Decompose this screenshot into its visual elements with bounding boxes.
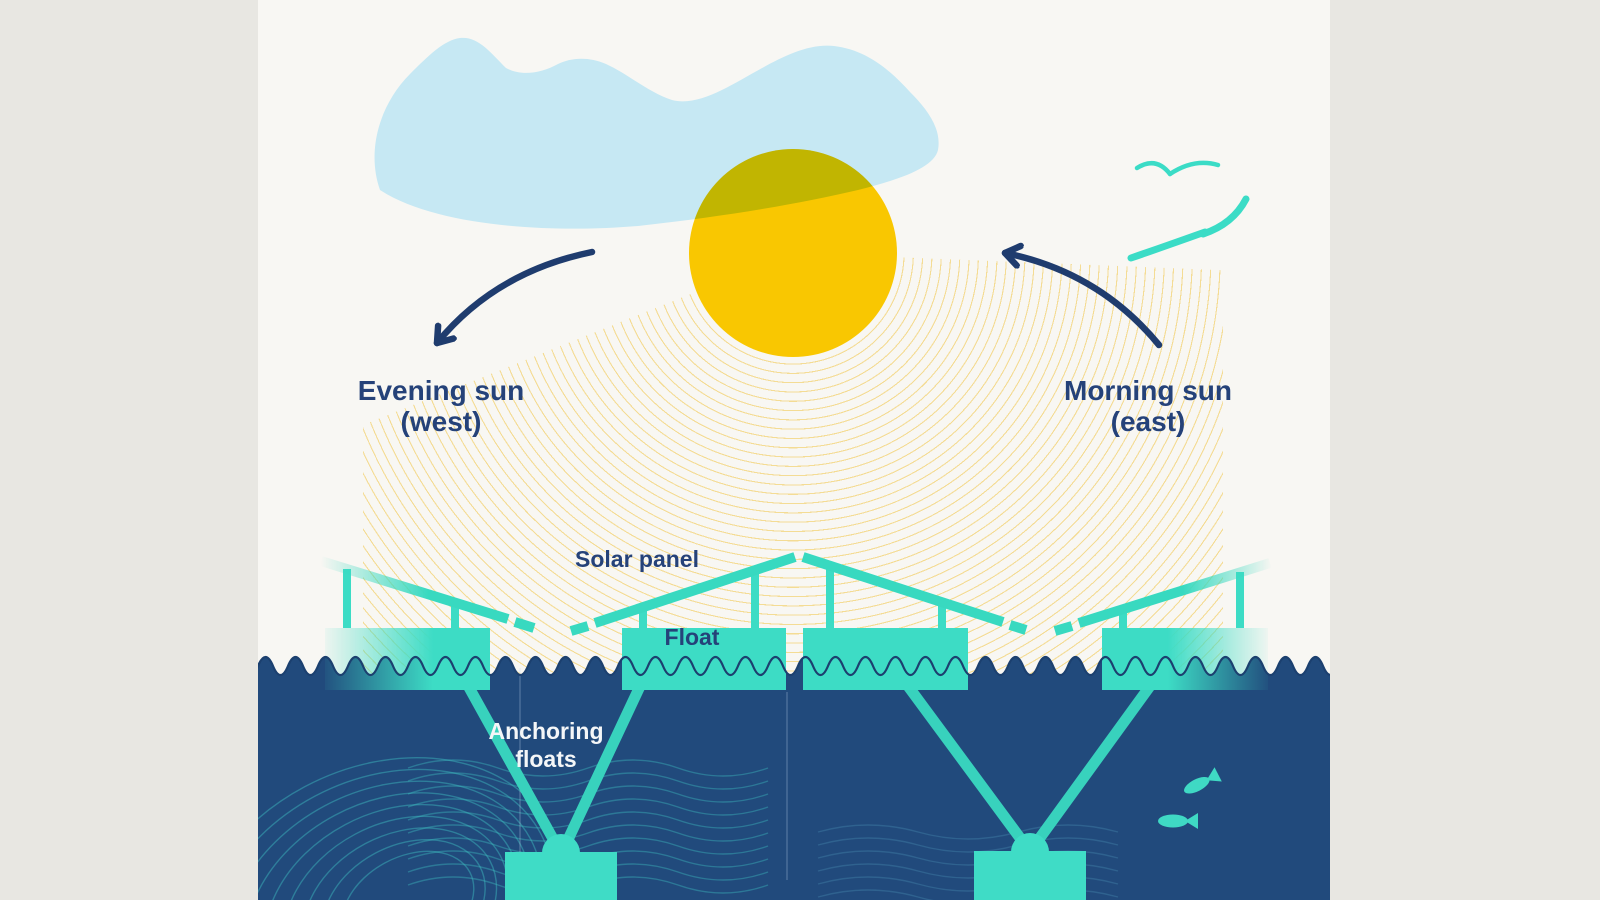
morning-arrow-icon bbox=[1001, 253, 1163, 349]
post bbox=[751, 570, 759, 628]
anchor-block-2 bbox=[974, 851, 1086, 900]
anchor-line bbox=[1028, 676, 1159, 852]
bird-icon bbox=[1127, 228, 1209, 262]
fish-icon-2 bbox=[1158, 813, 1198, 829]
morning-sun-label: Morning sun (east) bbox=[1064, 375, 1232, 437]
anchor-knob bbox=[1011, 833, 1049, 852]
post bbox=[1119, 609, 1127, 628]
bird-icon bbox=[1199, 195, 1250, 238]
solar-panel-3-tip bbox=[1008, 620, 1028, 635]
float-3 bbox=[803, 628, 968, 690]
float-4 bbox=[1102, 628, 1268, 690]
fish-icon-1 bbox=[1184, 767, 1222, 794]
water-surface bbox=[258, 657, 1330, 900]
anchor-knob bbox=[542, 834, 580, 853]
left-margin bbox=[0, 0, 258, 900]
solar-panel-1 bbox=[319, 556, 510, 624]
panel-posts bbox=[343, 566, 1244, 628]
anchor-blocks bbox=[505, 833, 1086, 900]
diagram-artwork bbox=[258, 37, 1330, 900]
anchoring-line1: Anchoring bbox=[488, 718, 604, 744]
illustration-canvas: Evening sun (west) Morning sun (east) So… bbox=[258, 0, 1330, 900]
morning-sun-line1: Morning sun bbox=[1064, 375, 1232, 406]
post bbox=[826, 566, 834, 628]
post bbox=[639, 607, 647, 628]
evening-sun-line1: Evening sun bbox=[357, 375, 525, 406]
anchor-block-1 bbox=[505, 852, 617, 900]
solar-panel-2-tip bbox=[569, 621, 590, 636]
solar-panel-4 bbox=[1077, 558, 1272, 628]
solar-panel-4-tip bbox=[1053, 621, 1074, 636]
morning-sun-line2: (east) bbox=[1110, 406, 1186, 437]
float-label: Float bbox=[664, 624, 720, 650]
birds-icon bbox=[1127, 160, 1250, 262]
solar-panel-label: Solar panel bbox=[575, 546, 699, 572]
float-2 bbox=[622, 628, 786, 690]
evening-sun-line2: (west) bbox=[400, 406, 482, 437]
float-1 bbox=[325, 628, 490, 690]
solar-panel-3 bbox=[801, 552, 1005, 627]
evening-sun-label: Evening sun (west) bbox=[358, 375, 524, 437]
solar-panels bbox=[319, 552, 1272, 636]
bird-icon bbox=[1134, 160, 1173, 177]
right-margin bbox=[1330, 0, 1600, 900]
solar-panel-1-tip bbox=[513, 617, 536, 633]
anchor-lines bbox=[460, 676, 1159, 852]
post bbox=[451, 603, 459, 628]
solar-panel-2 bbox=[593, 552, 797, 628]
anchor-line bbox=[460, 676, 563, 852]
anchoring-floats-label: Anchoring floats bbox=[489, 717, 604, 773]
anchor-line bbox=[559, 676, 648, 852]
cloud-icon bbox=[374, 37, 939, 229]
post bbox=[938, 602, 946, 628]
anchoring-line2: floats bbox=[515, 746, 577, 772]
post bbox=[343, 569, 351, 628]
post bbox=[1236, 572, 1244, 628]
bird-icon bbox=[1167, 160, 1221, 177]
waterline bbox=[258, 655, 1330, 677]
anchor-line bbox=[899, 676, 1032, 852]
evening-arrow-icon bbox=[433, 248, 596, 347]
